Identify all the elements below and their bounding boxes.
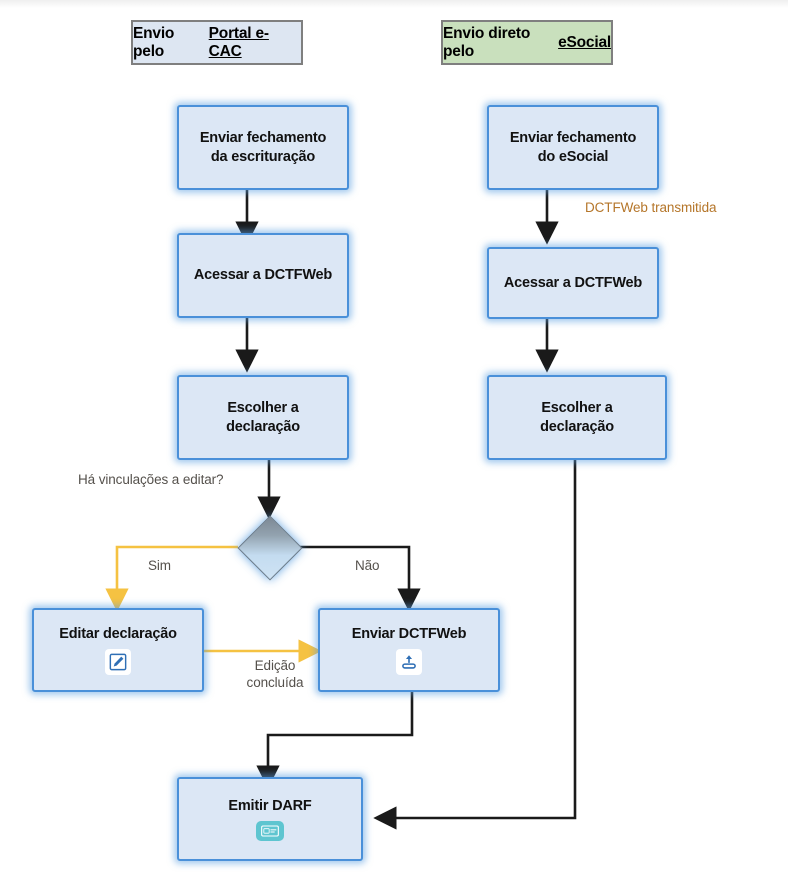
edge-enviar-to-darf [256,692,414,789]
legend-esocial-text: Envio direto pelo [443,24,531,60]
legend-portal-ecac: Envio pelo Portal e-CAC [131,20,303,65]
node-escolher-declaracao-left[interactable]: Escolher a declaração [177,375,349,460]
legend-ecac-text: Envio pelo [133,24,175,60]
node-acessar-dctfweb-left[interactable]: Acessar a DCTFWeb [177,233,349,318]
node-label: Enviar DCTFWeb [351,626,467,643]
node-label: Enviar fechamento do eSocial [509,130,637,165]
edge-decisao-sim [105,545,238,612]
edge-label-dctfweb-transmitida: DCTFWeb transmitida [585,200,717,215]
node-label: Emitir DARF [228,798,312,815]
legend-esocial: Envio direto pelo eSocial [441,20,613,65]
edge-label-ha-vinculacoes: Há vinculações a editar? [78,472,224,487]
edit-pencil-icon [105,648,131,675]
edge-label-nao: Não [355,558,380,573]
top-gradient-band [0,0,788,8]
node-label: Editar declaração [59,626,177,643]
node-enviar-dctfweb[interactable]: Enviar DCTFWeb [318,608,500,692]
node-enviar-fechamento-escrituracao[interactable]: Enviar fechamento da escrituração [177,105,349,190]
node-escolher-declaracao-right[interactable]: Escolher a declaração [487,375,667,460]
node-label: Acessar a DCTFWeb [503,274,643,291]
darf-badge-icon [256,820,284,841]
node-emitir-darf[interactable]: Emitir DARF [177,777,363,861]
node-label: Escolher a declaração [540,400,614,435]
decision-diamond-shape [237,515,303,581]
node-label: Escolher a declaração [226,400,300,435]
edge-label-edicao-concluida: Edição concluída [246,658,304,690]
node-enviar-fechamento-esocial[interactable]: Enviar fechamento do eSocial [487,105,659,190]
legend-esocial-link-text: eSocial [558,33,611,51]
node-label: Acessar a DCTFWeb [193,267,333,284]
node-acessar-dctfweb-right[interactable]: Acessar a DCTFWeb [487,247,659,319]
node-label: Enviar fechamento da escrituração [199,130,327,165]
node-decisao-vinculacoes[interactable] [237,515,303,581]
edge-label-sim: Sim [148,558,171,573]
legend-ecac-link-text: Portal e-CAC [208,24,269,60]
node-editar-declaracao[interactable]: Editar declaração [32,608,204,692]
upload-icon [396,648,422,675]
